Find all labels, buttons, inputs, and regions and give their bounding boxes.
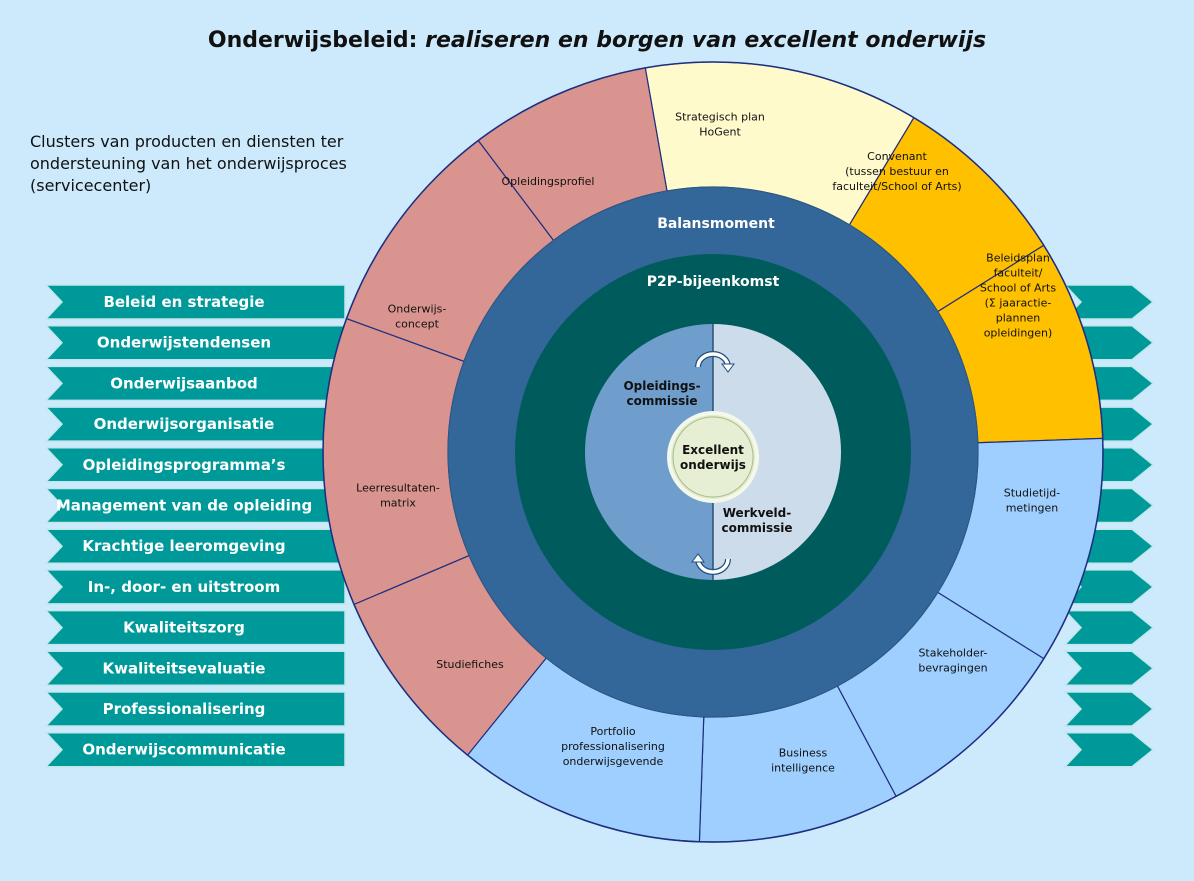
segment-label-line: HoGent (699, 126, 741, 139)
core-right-half (713, 324, 841, 580)
arrow-band-11: Professionalisering (44, 691, 1155, 727)
segment-label-line: (Σ jaaractie- (985, 297, 1052, 310)
segment-label-line: metingen (1006, 502, 1059, 515)
arrow-right-shape (1063, 650, 1155, 687)
arrow-label: Onderwijsaanbod (110, 374, 258, 392)
segment-label-line: Beleidsplan (986, 252, 1050, 265)
segment-label-line: intelligence (771, 762, 835, 775)
segment-label-line: School of Arts (980, 282, 1056, 295)
segment-label-line: Studiefiches (436, 658, 504, 671)
p2p-label: P2P-bijeenkomst (647, 274, 780, 290)
arrow-left-shape (44, 487, 346, 524)
cycle-arrowhead-bottom-icon (691, 553, 705, 563)
outer-segment-7: Portfolio professionalisering onderwijsgev… (466, 657, 705, 843)
core-left-label: commissie (626, 394, 697, 408)
arrow-label: Onderwijsorganisatie (94, 415, 275, 433)
segment-label-line: plannen (996, 312, 1040, 325)
arrow-left-shape (44, 691, 346, 727)
segment-label-line: Studietijd- (1004, 487, 1060, 500)
arrow-band-2: Onderwijstendensen (44, 324, 1155, 361)
segment-label-line: professionalisering (561, 740, 665, 753)
center-circle-inner (672, 416, 754, 498)
arrow-label: Kwaliteitsevaluatie (103, 659, 266, 677)
arrow-band-12: Onderwijscommunicatie (44, 731, 1155, 768)
segment-label-line: Convenant (867, 150, 927, 163)
arrow-band-10: Kwaliteitsevaluatie (44, 650, 1155, 687)
arrow-band-8: In-, door- en uitstroom (44, 569, 1155, 605)
center-label: onderwijs (680, 458, 746, 472)
arrow-right-shape (1063, 569, 1155, 605)
arrow-left-shape (44, 731, 346, 768)
arrow-left-shape (44, 447, 346, 483)
arrow-left-shape (44, 650, 346, 687)
arrows-layer: Beleid en strategieOnderwijstendensenOnd… (44, 284, 1155, 768)
arrow-right-shape (1063, 609, 1155, 646)
segment-label-line: Business (779, 747, 828, 760)
arrow-label: Opleidingsprogramma’s (83, 456, 286, 474)
segment-label-line: matrix (380, 497, 416, 510)
segment-label-line: bevragingen (918, 662, 987, 675)
arrow-left-shape (44, 528, 346, 564)
arrow-label: Krachtige leeromgeving (82, 537, 285, 555)
arrow-left-shape (44, 406, 346, 442)
arrow-label: In-, door- en uitstroom (88, 578, 280, 596)
arrow-right-shape (1063, 284, 1155, 320)
arrow-label: Management van de opleiding (56, 497, 312, 515)
title-italic: realiseren en borgen van excellent onder… (425, 28, 987, 53)
segment-label-line: Strategisch plan (675, 111, 765, 124)
outer-ring-border (322, 61, 1104, 843)
arrow-left-shape (44, 365, 346, 402)
diagram-title: Onderwijsbeleid: realiseren en borgen va… (0, 28, 1194, 53)
title-main: Onderwijsbeleid: (207, 28, 418, 53)
outer-segment-3: Beleidsplan faculteit/School of Arts (Σ ja… (936, 244, 1104, 444)
subtitle: Clusters van producten en diensten ter o… (30, 132, 347, 195)
segment-label-line: Portfolio (590, 725, 636, 738)
core-left-label: Opleidings- (623, 379, 700, 393)
segment-label-line: Stakeholder- (918, 647, 987, 660)
arrow-label: Professionalisering (103, 700, 266, 718)
segment-label-line: onderwijsgevende (563, 755, 664, 768)
cycle-arrow-top-icon (696, 352, 730, 368)
balans-label: Balansmoment (657, 216, 775, 232)
arrow-band-9: Kwaliteitszorg (44, 609, 1155, 646)
segment-label-line: faculteit/ (994, 267, 1043, 280)
core-left-half (585, 324, 713, 580)
arrow-band-1: Beleid en strategie (44, 284, 1155, 320)
core-right-label: commissie (721, 521, 792, 535)
arrow-right-shape (1063, 731, 1155, 768)
segment-label-line: opleidingen) (984, 327, 1053, 340)
arrow-left-shape (44, 609, 346, 646)
arrow-label: Kwaliteitszorg (123, 619, 245, 637)
cycle-arrowhead-top-icon (721, 363, 735, 373)
core-right-label: Werkveld- (723, 506, 792, 520)
arrow-left-shape (44, 569, 346, 605)
cycle-arrow-bottom-icon (696, 558, 730, 574)
segment-label-line: Leerresultaten- (356, 482, 440, 495)
center-label: Excellent (682, 443, 744, 457)
arrow-label: Onderwijstendensen (97, 334, 271, 352)
arrow-left-shape (44, 324, 346, 361)
arrow-left-shape (44, 284, 346, 320)
segment-shape (322, 317, 470, 606)
segment-label-line: (tussen bestuur en (845, 165, 949, 178)
segment-label-line: faculteit/School of Arts) (832, 180, 961, 193)
segment-label-line: concept (395, 318, 440, 331)
core: Opleidings-commissieWerkveld-commissieEx… (585, 324, 841, 580)
outer-segment-9: Leerresultaten-matrix (322, 317, 470, 606)
arrow-label: Beleid en strategie (103, 293, 264, 311)
segment-label-line: Opleidingsprofiel (502, 175, 595, 188)
arrow-label: Onderwijscommunicatie (82, 741, 285, 759)
arrow-right-shape (1063, 691, 1155, 727)
segment-label-line: Onderwijs- (388, 303, 447, 316)
